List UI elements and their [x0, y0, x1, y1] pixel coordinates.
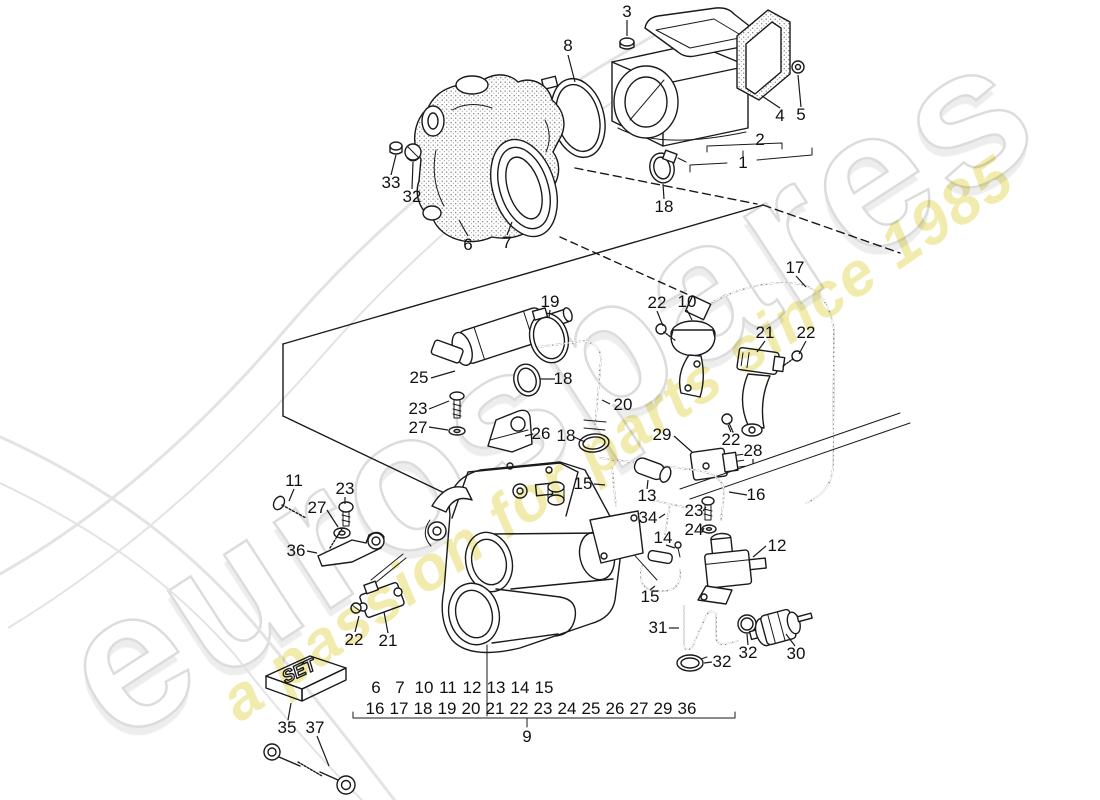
bracket-36 — [317, 526, 385, 567]
screw-23-mid — [674, 496, 717, 558]
assembly-plane-lines — [282, 167, 901, 581]
fuel-damper-30 — [748, 608, 813, 647]
clamp-18-mid — [513, 363, 541, 397]
clamp-19 — [528, 307, 570, 364]
switch-29 — [689, 413, 746, 481]
screw-23-washer-27-mid — [448, 391, 466, 436]
hose-15-upper — [611, 467, 617, 507]
filter-13 — [633, 457, 672, 483]
air-cleaner-housing — [389, 74, 565, 243]
vacuum-valve-10 — [655, 295, 716, 398]
clamp-18-top — [649, 149, 687, 184]
callout-leader-lines — [287, 20, 807, 767]
idle-valve-25 — [430, 307, 573, 367]
hose-17 — [711, 282, 835, 504]
screw-11 — [272, 495, 307, 519]
solenoid-valve-12 — [647, 532, 767, 605]
air-flow-meter — [611, 7, 813, 173]
screw-23-left — [333, 501, 354, 539]
sensor-21-bottom — [350, 553, 407, 618]
switch-21-bracket — [736, 347, 803, 437]
line-28 — [679, 412, 911, 500]
tie-rod-37 — [263, 743, 356, 795]
parts-list-bracket — [352, 644, 736, 728]
set-kit-box: SET — [265, 653, 347, 702]
hose-15-lower — [640, 565, 681, 592]
hose-16 — [599, 457, 725, 521]
clamp-32-oval — [676, 654, 708, 672]
bracket-26 — [487, 409, 533, 453]
hose-20 — [537, 340, 610, 453]
hose-31 — [683, 605, 739, 651]
tee-hose-34 — [651, 499, 689, 535]
throttle-body — [424, 461, 644, 654]
